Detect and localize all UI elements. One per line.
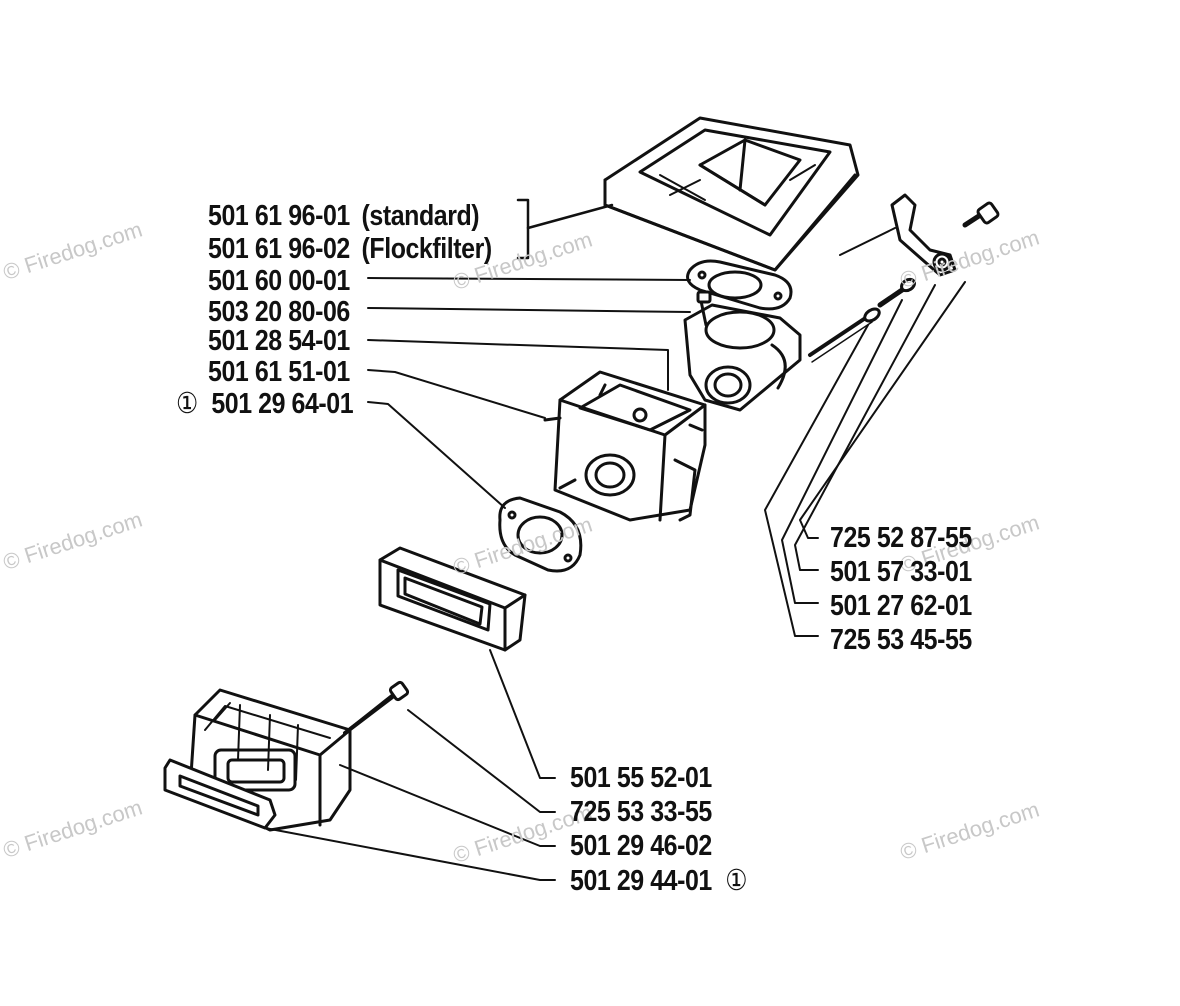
spacer-block — [378, 546, 527, 652]
part-label: 501 61 96-02 (Flockfilter) — [208, 233, 492, 265]
part-label: 501 61 51-01 — [208, 356, 350, 388]
part-note: (Flockfilter) — [361, 233, 493, 265]
leader-lines-bottom — [264, 649, 556, 881]
part-number: 501 29 44-01 — [570, 865, 712, 897]
part-number: 503 20 80-06 — [208, 296, 350, 328]
part-label: 725 52 87-55 — [830, 522, 972, 554]
part-number: 501 61 51-01 — [208, 356, 350, 388]
part-label: 501 61 96-01 (standard) — [208, 200, 480, 232]
footnote-marker: ① — [725, 865, 748, 897]
part-label: 501 29 44-01 ① — [570, 865, 748, 897]
part-number: 501 60 00-01 — [208, 265, 350, 297]
rod-assembly — [808, 227, 916, 363]
part-label: 501 60 00-01 — [208, 265, 350, 297]
part-number: 725 52 87-55 — [830, 522, 972, 554]
part-number: 501 29 46-02 — [570, 830, 712, 862]
part-number: 725 53 45-55 — [830, 624, 972, 656]
part-note: (standard) — [361, 200, 480, 232]
footnote-marker: ① — [176, 388, 198, 420]
carb-gasket — [498, 496, 583, 573]
part-number: 501 61 96-01 — [208, 200, 350, 232]
part-number: 501 27 62-01 — [830, 590, 972, 622]
part-number: 501 28 54-01 — [208, 325, 350, 357]
part-label: 501 27 62-01 — [830, 590, 972, 622]
part-number: 501 29 64-01 — [211, 388, 354, 420]
leader-lines-left — [367, 277, 691, 509]
part-label: 725 53 33-55 — [570, 796, 712, 828]
bracket-part — [890, 193, 1000, 277]
part-number: 501 55 52-01 — [570, 762, 712, 794]
part-label: 501 29 46-02 — [570, 830, 712, 862]
part-number: 501 61 96-02 — [208, 233, 350, 265]
part-number: 725 53 33-55 — [570, 796, 712, 828]
leader-lines-right — [764, 281, 966, 637]
carburetor — [543, 370, 707, 522]
part-label: 501 28 54-01 — [208, 325, 350, 357]
air-filter-cover — [603, 116, 860, 272]
part-label: ① 501 29 64-01 — [176, 388, 354, 420]
intake-adapter — [683, 290, 802, 412]
part-label: 501 57 33-01 — [830, 556, 972, 588]
bottom-screw — [343, 680, 410, 735]
gasket-part — [686, 259, 793, 311]
part-number: 501 57 33-01 — [830, 556, 972, 588]
part-label: 501 55 52-01 — [570, 762, 712, 794]
bottom-gasket — [163, 758, 277, 830]
part-label: 725 53 45-55 — [830, 624, 972, 656]
part-label: 503 20 80-06 — [208, 296, 350, 328]
